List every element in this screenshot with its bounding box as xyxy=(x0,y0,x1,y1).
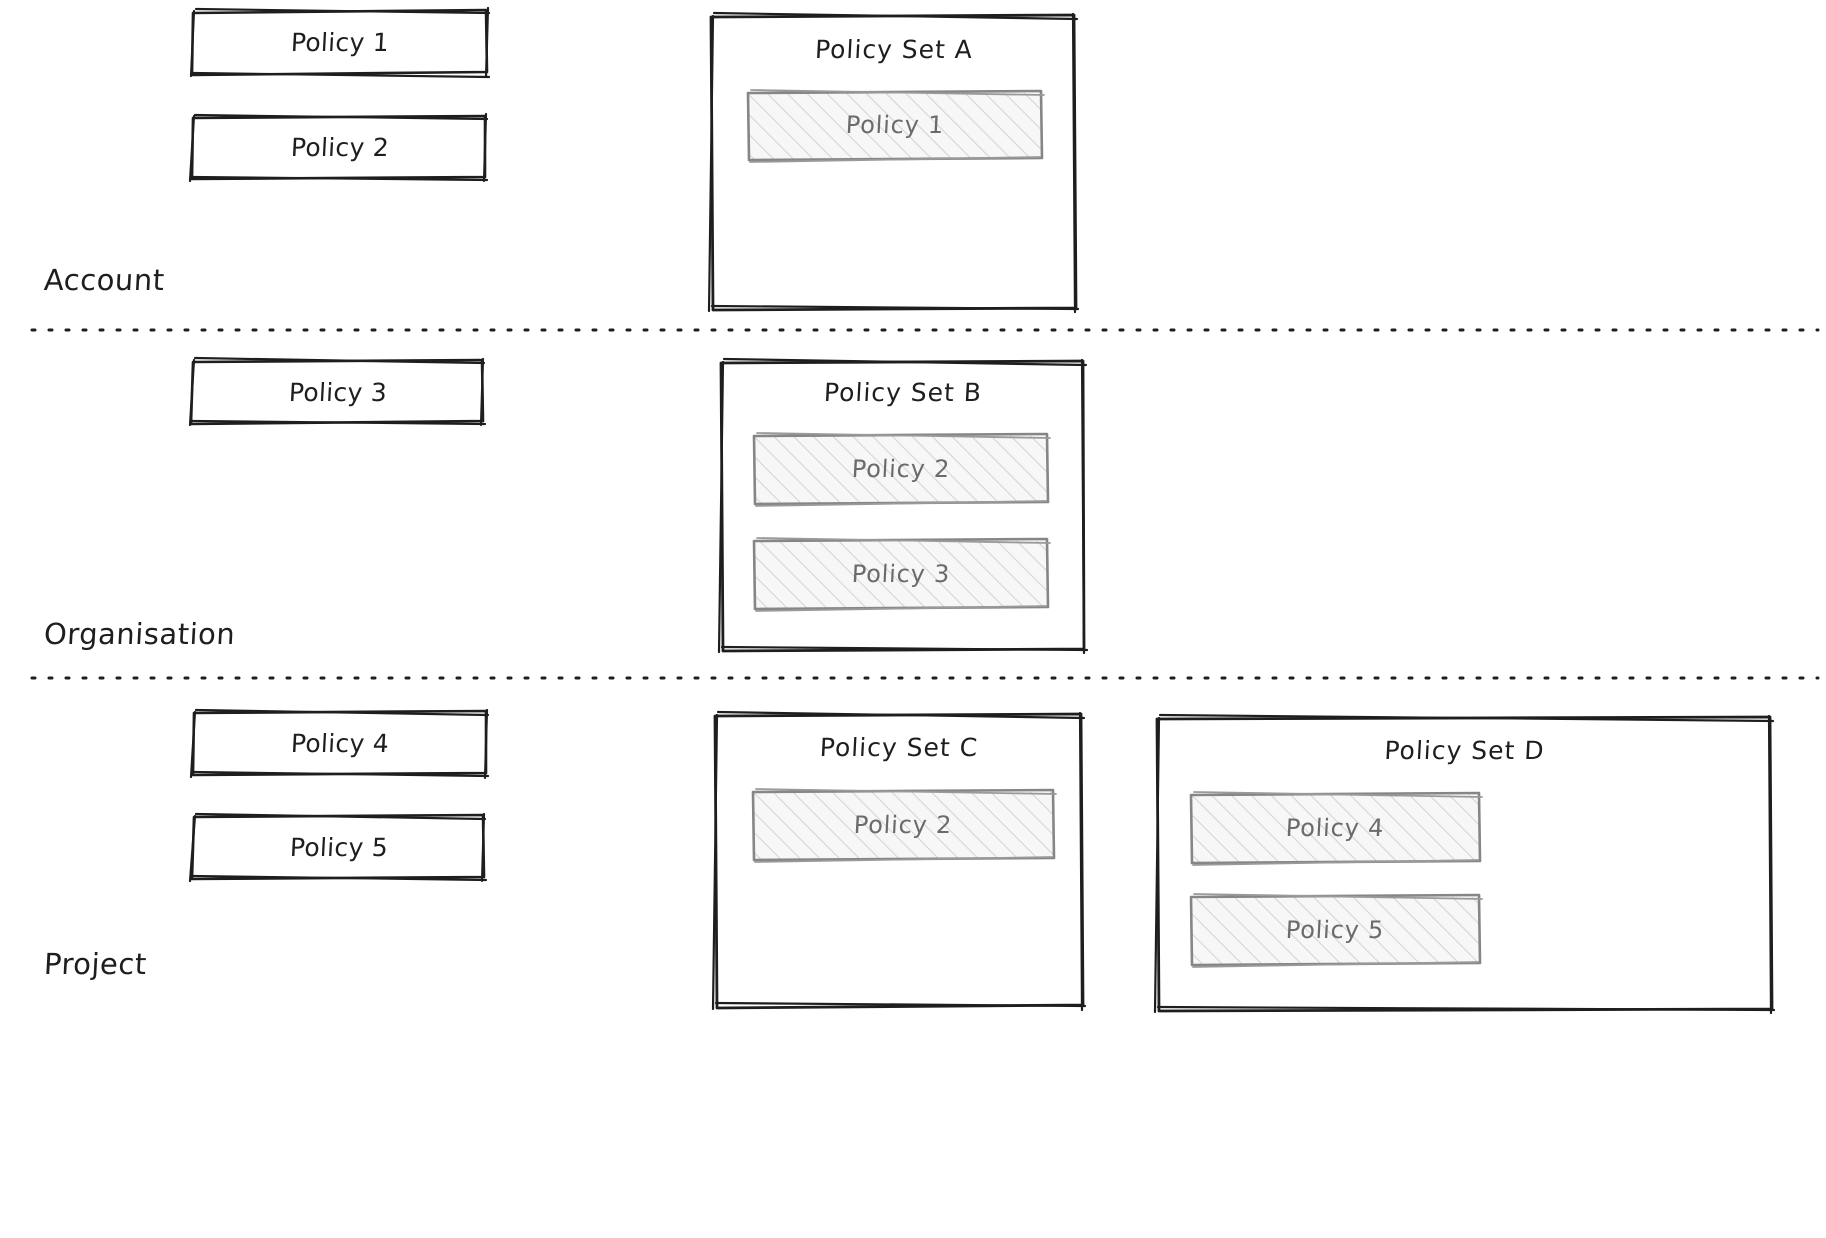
set-c-policy-2-chip-strokes xyxy=(751,788,1057,863)
policy-card-policy-3-strokes xyxy=(188,356,487,427)
set-b-policy-2-chip-strokes xyxy=(752,432,1051,507)
policy-card-policy-5-strokes xyxy=(188,812,488,883)
set-a-policy-1-chip-strokes xyxy=(746,89,1045,163)
set-d-policy-5-chip-strokes xyxy=(1189,893,1483,968)
set-b-policy-3-chip-strokes xyxy=(752,537,1051,612)
policy-set-a-strokes xyxy=(707,11,1080,314)
policy-card-policy-2-strokes xyxy=(188,112,489,183)
set-d-policy-4-chip-strokes xyxy=(1189,791,1483,866)
policy-card-policy-1-strokes xyxy=(189,6,491,79)
policy-set-c-strokes xyxy=(711,710,1087,1012)
policy-card-policy-4-strokes xyxy=(189,708,490,780)
